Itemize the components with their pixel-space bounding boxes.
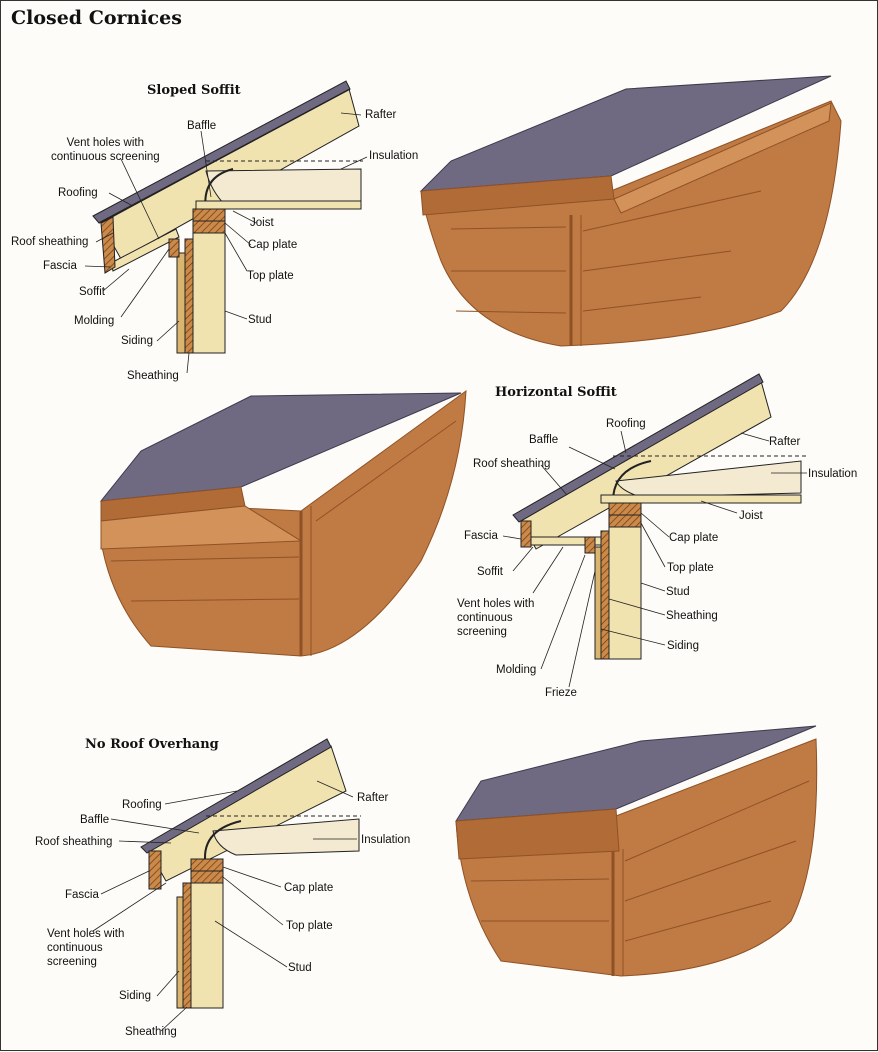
- horizontal-3d-wall: [100, 389, 467, 657]
- sloped-siding: [176, 252, 186, 354]
- label-horizontal-roofing: Roofing: [606, 418, 646, 430]
- sloped-3d-view: [419, 75, 842, 347]
- label-horizontal-cap-plate: Cap plate: [669, 532, 719, 544]
- horizontal-fascia: [520, 520, 532, 548]
- label-sloped-molding: Molding: [74, 315, 115, 327]
- label-sloped-stud: Stud: [248, 314, 272, 326]
- no-overhang-section: [92, 738, 361, 1032]
- no-overhang-stud: [190, 882, 224, 1009]
- no-overhang-3d-view: [455, 725, 818, 977]
- no-overhang-3d-fascia: [455, 808, 620, 860]
- no-overhang-siding: [176, 896, 184, 1009]
- horizontal-joist: [600, 494, 802, 504]
- sloped-molding: [168, 238, 180, 258]
- label-sloped-sheathing: Sheathing: [127, 370, 179, 382]
- sloped-cap-plate: [192, 208, 226, 222]
- label-horizontal-fascia: Fascia: [464, 530, 498, 542]
- horizontal-rafter: [520, 380, 772, 550]
- label-horizontal-vent: Vent holes with continuous screening: [457, 598, 535, 638]
- label-no-overhang-top-plate: Top plate: [286, 920, 333, 932]
- label-sloped-vent: Vent holes with continuous screening: [51, 137, 160, 163]
- label-sloped-roof-sheathing: Roof sheathing: [11, 236, 89, 248]
- label-sloped-siding: Siding: [121, 335, 153, 347]
- label-no-overhang-vent: Vent holes with continuous screening: [47, 928, 125, 968]
- label-no-overhang-insulation: Insulation: [361, 834, 411, 846]
- label-no-overhang-sheathing: Sheathing: [125, 1026, 177, 1038]
- label-sloped-cap-plate: Cap plate: [248, 239, 298, 251]
- sloped-stud: [192, 232, 226, 354]
- label-no-overhang-roof-sheathing: Roof sheathing: [35, 836, 113, 848]
- label-horizontal-rafter: Rafter: [769, 436, 801, 448]
- label-horizontal-top-plate: Top plate: [667, 562, 714, 574]
- no-overhang-fascia: [148, 850, 162, 890]
- label-horizontal-insulation: Insulation: [808, 468, 858, 480]
- label-horizontal-roof-sheathing: Roof sheathing: [473, 458, 551, 470]
- label-sloped-rafter: Rafter: [365, 109, 397, 121]
- section-title-sloped: Sloped Soffit: [147, 83, 241, 98]
- sloped-fascia: [100, 216, 116, 274]
- label-horizontal-sheathing: Sheathing: [666, 610, 718, 622]
- no-overhang-top-plate: [190, 870, 224, 884]
- no-overhang-rafter: [148, 745, 347, 882]
- sloped-insulation: [205, 168, 362, 207]
- label-horizontal-stud: Stud: [666, 586, 690, 598]
- label-horizontal-joist: Joist: [739, 510, 763, 522]
- horizontal-insulation: [615, 460, 802, 498]
- no-overhang-3d-wall: [455, 738, 818, 977]
- section-title-no-overhang: No Roof Overhang: [85, 737, 219, 752]
- horizontal-sheathing: [600, 530, 610, 660]
- label-no-overhang-fascia: Fascia: [65, 889, 99, 901]
- no-overhang-cap-plate: [190, 858, 224, 872]
- horizontal-3d-view: [99, 389, 467, 657]
- label-horizontal-soffit: Soffit: [477, 566, 503, 578]
- label-no-overhang-stud: Stud: [288, 962, 312, 974]
- label-no-overhang-siding: Siding: [119, 990, 151, 1002]
- label-horizontal-frieze: Frieze: [545, 687, 577, 699]
- label-no-overhang-cap-plate: Cap plate: [284, 882, 334, 894]
- label-sloped-insulation: Insulation: [369, 150, 419, 162]
- label-sloped-roofing: Roofing: [58, 187, 98, 199]
- sloped-joist: [195, 200, 362, 210]
- horizontal-siding: [594, 546, 602, 660]
- horizontal-cap-plate: [608, 502, 642, 516]
- label-no-overhang-rafter: Rafter: [357, 792, 389, 804]
- sloped-3d-soffit: [613, 102, 832, 214]
- label-sloped-fascia: Fascia: [43, 260, 77, 272]
- label-sloped-baffle: Baffle: [187, 120, 217, 132]
- page-title: Closed Cornices: [11, 7, 182, 29]
- label-no-overhang-roofing: Roofing: [122, 799, 162, 811]
- horizontal-soffit-section: [502, 373, 807, 688]
- label-sloped-top-plate: Top plate: [247, 270, 294, 282]
- label-sloped-joist: Joist: [250, 217, 274, 229]
- sloped-sheathing: [184, 238, 194, 354]
- label-horizontal-baffle: Baffle: [529, 434, 559, 446]
- label-horizontal-molding: Molding: [496, 664, 537, 676]
- horizontal-top-plate: [608, 514, 642, 528]
- label-horizontal-siding: Siding: [667, 640, 699, 652]
- horizontal-roofing: [512, 373, 764, 523]
- no-overhang-sheathing: [182, 882, 192, 1009]
- sloped-top-plate: [192, 220, 226, 234]
- label-no-overhang-baffle: Baffle: [80, 814, 110, 826]
- section-title-horizontal: Horizontal Soffit: [495, 385, 617, 400]
- no-overhang-roofing: [140, 738, 332, 854]
- label-sloped-soffit: Soffit: [79, 286, 105, 298]
- sloped-soffit-section: [84, 80, 368, 374]
- horizontal-stud: [608, 526, 642, 660]
- horizontal-molding: [584, 536, 596, 554]
